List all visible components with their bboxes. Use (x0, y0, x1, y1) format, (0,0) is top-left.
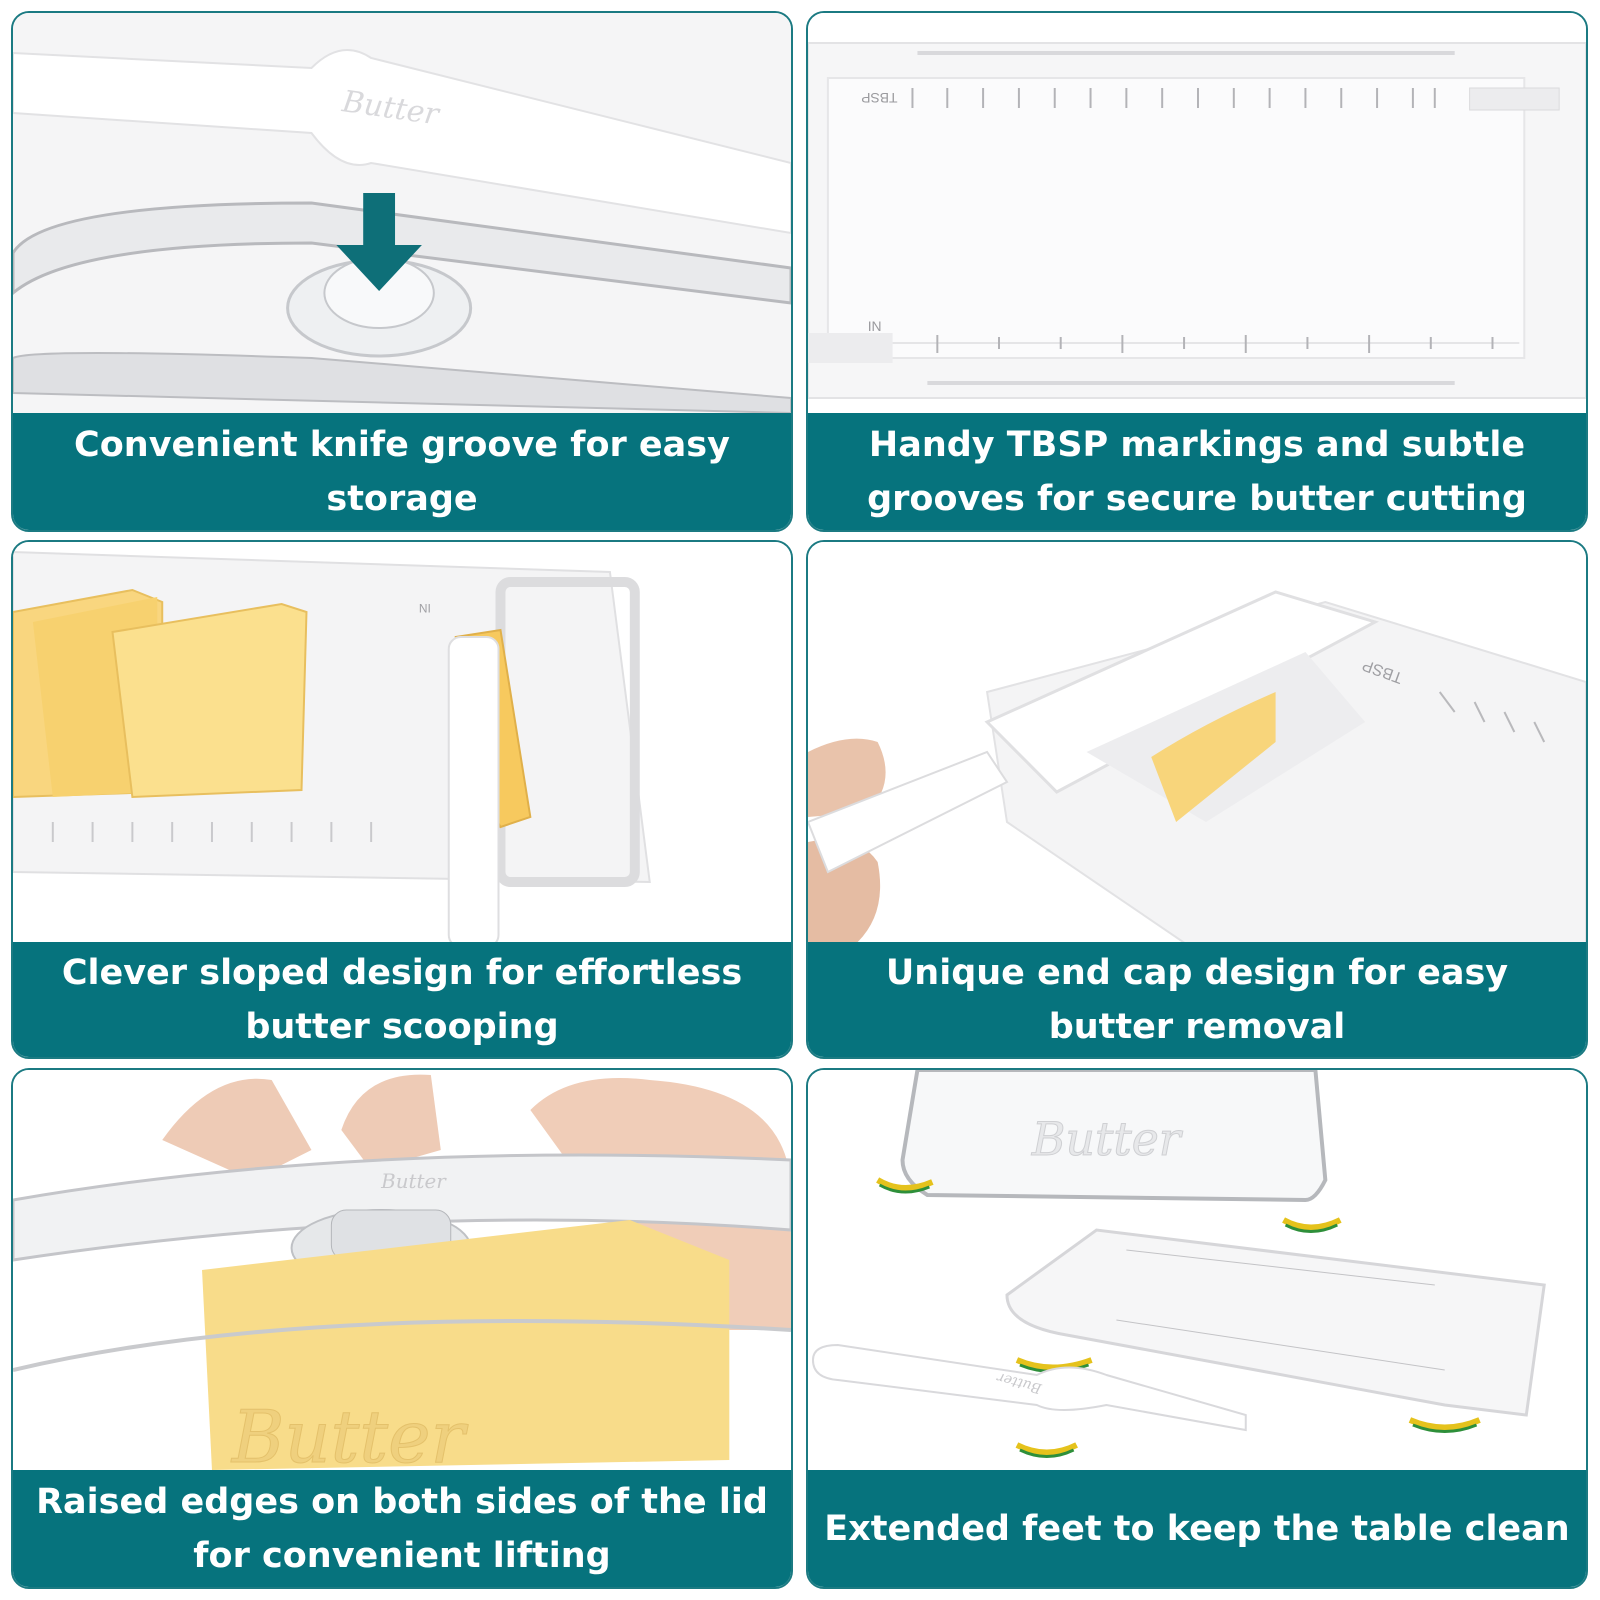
lid-engraving: Butter (1031, 1112, 1184, 1166)
product-photo-raised-edges: Butter Butter (13, 1070, 791, 1472)
product-photo-tbsp-markings: TBSP IN (808, 13, 1586, 415)
caption-text: Convenient knife groove for easy storage (74, 424, 730, 519)
foot-marker-icon (1015, 1357, 1093, 1371)
caption-line-1: Handy TBSP markings and subtle (868, 424, 1526, 465)
foot-marker-icon (1015, 1442, 1078, 1456)
feature-panel-knife-groove: Butter Convenient knife groove for easy … (11, 11, 793, 532)
caption-text: Extended feet to keep the table clean (824, 1508, 1570, 1549)
caption-raised-edges: Raised edges on both sides of the lid fo… (13, 1470, 791, 1587)
scale-label-in: IN (419, 601, 431, 615)
product-photo-sloped-design: IN (13, 542, 791, 944)
scale-label-in: IN (868, 318, 882, 334)
product-photo-knife-groove: Butter (13, 13, 791, 415)
butter-slice (1151, 692, 1276, 822)
product-photo-extended-feet: Butter Butter (808, 1070, 1586, 1472)
feature-panel-sloped-design: IN Clever sloped design for effortless b… (11, 540, 793, 1059)
foot-marker-icon (1408, 1417, 1481, 1431)
caption-line-1: Raised edges on both sides of the lid (36, 1481, 768, 1522)
caption-line-2: butter removal (1048, 1006, 1346, 1047)
butter-block (202, 1220, 730, 1470)
caption-end-cap: Unique end cap design for easy butter re… (808, 942, 1586, 1057)
feature-panel-end-cap: TBSP Unique end cap design for easy butt… (806, 540, 1588, 1059)
feature-panel-raised-edges: Butter Butter Raised edges on both sides… (11, 1068, 793, 1589)
caption-sloped-design: Clever sloped design for effortless butt… (13, 942, 791, 1057)
foot-marker-icon (1282, 1217, 1342, 1231)
caption-line-2: butter scooping (245, 1006, 559, 1047)
feature-panel-tbsp-markings: TBSP IN Handy TBSP markings and subtle g… (806, 11, 1588, 532)
down-arrow-icon (336, 245, 422, 291)
scale-label-tbsp: TBSP (861, 90, 897, 106)
caption-knife-groove: Convenient knife groove for easy storage (13, 413, 791, 530)
down-arrow-shaft (363, 193, 396, 245)
caption-tbsp-markings: Handy TBSP markings and subtle grooves f… (808, 413, 1586, 530)
knife-engraving: Butter (380, 1169, 447, 1193)
caption-line-1: Unique end cap design for easy (885, 952, 1509, 993)
caption-line-1: Clever sloped design for effortless (61, 952, 743, 993)
butter-block (111, 602, 308, 799)
caption-line-2: grooves for secure butter cutting (867, 478, 1527, 519)
feature-panel-extended-feet: Butter Butter Extended feet to keep the … (806, 1068, 1588, 1589)
foot-marker-icon (876, 1177, 934, 1191)
caption-extended-feet: Extended feet to keep the table clean (808, 1470, 1586, 1587)
lid-engraving: Butter (230, 1395, 469, 1472)
caption-line-2: for convenient lifting (193, 1535, 611, 1576)
product-photo-end-cap: TBSP (808, 542, 1586, 944)
